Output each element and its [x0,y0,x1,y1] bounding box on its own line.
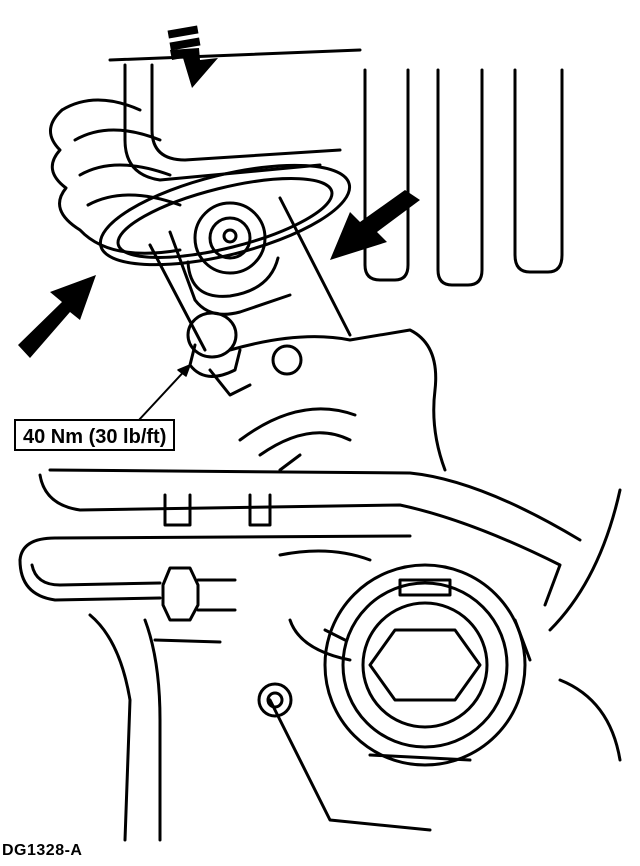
callout-leader-arrowhead [177,364,191,377]
figure-id: DG1328-A [2,842,83,859]
callout-leader-line [137,364,191,422]
steering-shaft [108,48,362,182]
frame-rails [363,68,564,287]
tube-nut [161,566,237,622]
arrow-icon [18,25,420,358]
arrow-icon [167,25,199,39]
arrow-icon [18,275,96,358]
lower-housing [88,488,622,842]
steering-boot [49,98,352,267]
arrow-icon [169,37,201,51]
arrow-icon [330,190,420,260]
pinch-bolt [186,311,252,397]
torque-callout: 40 Nm (30 lb/ft) [14,419,176,451]
hydraulic-lines [18,468,582,607]
arrow-icon [170,48,218,88]
adjuster-nut [323,563,532,767]
gear-housing [228,328,447,472]
